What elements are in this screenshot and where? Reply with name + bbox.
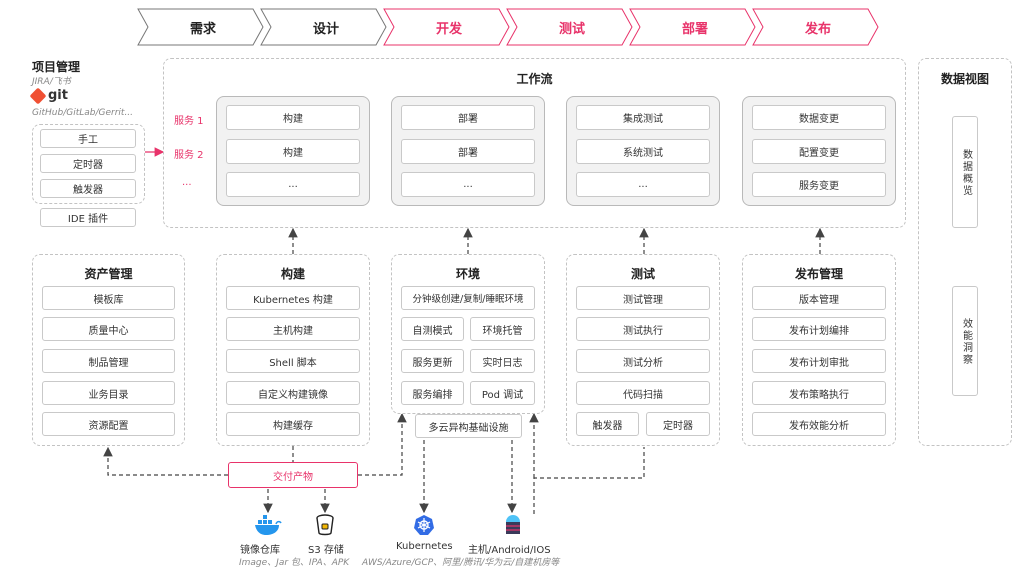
stage-requirements: 需求 [189,21,216,37]
stage-chevron-1 [137,8,264,46]
trigger-timer[interactable]: 定时器 [40,154,136,173]
kubernetes-label: Kubernetes [396,541,453,552]
stage-test: 测试 [558,21,585,37]
service-2-label: 服务 2 [174,150,204,161]
efficiency-insight-box[interactable]: 效能洞察 [952,286,978,396]
service-more-label: ... [182,177,192,188]
git-sub: GitHub/GitLab/Gerrit... [32,108,134,118]
workflow-service-change[interactable]: 服务变更 [752,172,886,197]
env-orchestration[interactable]: 服务编排 [401,381,464,405]
env-self-test[interactable]: 自测模式 [401,317,464,341]
stage-design: 设计 [312,21,339,37]
workflow-test-more[interactable]: ... [576,172,710,197]
release-strategy-execution[interactable]: 发布策略执行 [752,381,886,405]
test-management[interactable]: 测试管理 [576,286,710,310]
asset-management-title: 资产管理 [84,267,133,281]
asset-quality-center[interactable]: 质量中心 [42,317,175,341]
delivery-artifacts[interactable]: 交付产物 [228,462,358,488]
host-server-icon [506,515,520,534]
asset-artifact-management[interactable]: 制品管理 [42,349,175,373]
git-logo-text: git [48,88,68,103]
registry-label: 镜像仓库 [240,545,280,556]
build-title: 构建 [280,267,305,281]
release-plan-approval[interactable]: 发布计划审批 [752,349,886,373]
release-plan-orchestration[interactable]: 发布计划编排 [752,317,886,341]
build-kubernetes[interactable]: Kubernetes 构建 [226,286,360,310]
stage-chevron-4 [506,8,633,46]
build-cache[interactable]: 构建缓存 [226,412,360,436]
data-overview-box[interactable]: 数据概览 [952,116,978,228]
stage-chevron-3 [383,8,510,46]
test-trigger[interactable]: 触发器 [576,412,639,436]
env-realtime-log[interactable]: 实时日志 [470,349,535,373]
workflow-data-change[interactable]: 数据变更 [752,105,886,130]
asset-business-catalog[interactable]: 业务目录 [42,381,175,405]
build-custom-image[interactable]: 自定义构建镜像 [226,381,360,405]
efficiency-insight-label: 效能洞察 [960,318,972,366]
service-1-label: 服务 1 [174,116,204,127]
project-management-sub: JIRA/飞书 [32,77,71,87]
stage-chevron-6 [752,8,879,46]
workflow-build-more[interactable]: ... [226,172,360,197]
multi-cloud-infra[interactable]: 多云异构基础设施 [415,414,522,438]
asset-resource-config[interactable]: 资源配置 [42,412,175,436]
stage-chevron-2 [260,8,387,46]
environment-title: 环境 [455,267,480,281]
workflow-deploy-1[interactable]: 部署 [401,105,535,130]
workflow-test-integration[interactable]: 集成测试 [576,105,710,130]
data-overview-label: 数据概览 [960,149,972,197]
env-hosting[interactable]: 环境托管 [470,317,535,341]
kubernetes-icon [414,515,434,535]
env-fast-create[interactable]: 分钟级创建/复制/睡眠环境 [401,286,535,310]
data-view-title: 数据视图 [940,72,989,86]
workflow-deploy-2[interactable]: 部署 [401,139,535,164]
asset-template-library[interactable]: 模板库 [42,286,175,310]
test-code-scan[interactable]: 代码扫描 [576,381,710,405]
stage-chevron-5 [629,8,756,46]
test-execution[interactable]: 测试执行 [576,317,710,341]
workflow-deploy-more[interactable]: ... [401,172,535,197]
build-shell-script[interactable]: Shell 脚本 [226,349,360,373]
trigger-hook[interactable]: 触发器 [40,179,136,198]
release-management-title: 发布管理 [794,267,843,281]
test-title: 测试 [630,267,655,281]
s3-label: S3 存储 [308,545,344,556]
ide-plugin[interactable]: IDE 插件 [40,208,136,227]
host-label: 主机/Android/IOS [468,545,551,556]
env-service-update[interactable]: 服务更新 [401,349,464,373]
workflow-config-change[interactable]: 配置变更 [752,139,886,164]
stage-develop: 开发 [435,21,462,37]
docker-icon [255,515,282,535]
build-host[interactable]: 主机构建 [226,317,360,341]
release-efficiency-analysis[interactable]: 发布效能分析 [752,412,886,436]
project-management-title: 项目管理 [32,60,81,74]
workflow-build-2[interactable]: 构建 [226,139,360,164]
storage-sub: Image、Jar 包、IPA、APK [239,558,350,568]
trigger-manual[interactable]: 手工 [40,129,136,148]
test-timer[interactable]: 定时器 [646,412,710,436]
release-version-management[interactable]: 版本管理 [752,286,886,310]
workflow-test-system[interactable]: 系统测试 [576,139,710,164]
s3-bucket-icon [316,514,334,536]
test-analysis[interactable]: 测试分析 [576,349,710,373]
env-pod-debug[interactable]: Pod 调试 [470,381,535,405]
stage-deploy: 部署 [681,21,708,37]
stage-release: 发布 [804,21,831,37]
cloud-sub: AWS/Azure/GCP、阿里/腾讯/华为云/自建机房等 [362,558,560,568]
workflow-title: 工作流 [516,72,553,86]
workflow-build-1[interactable]: 构建 [226,105,360,130]
